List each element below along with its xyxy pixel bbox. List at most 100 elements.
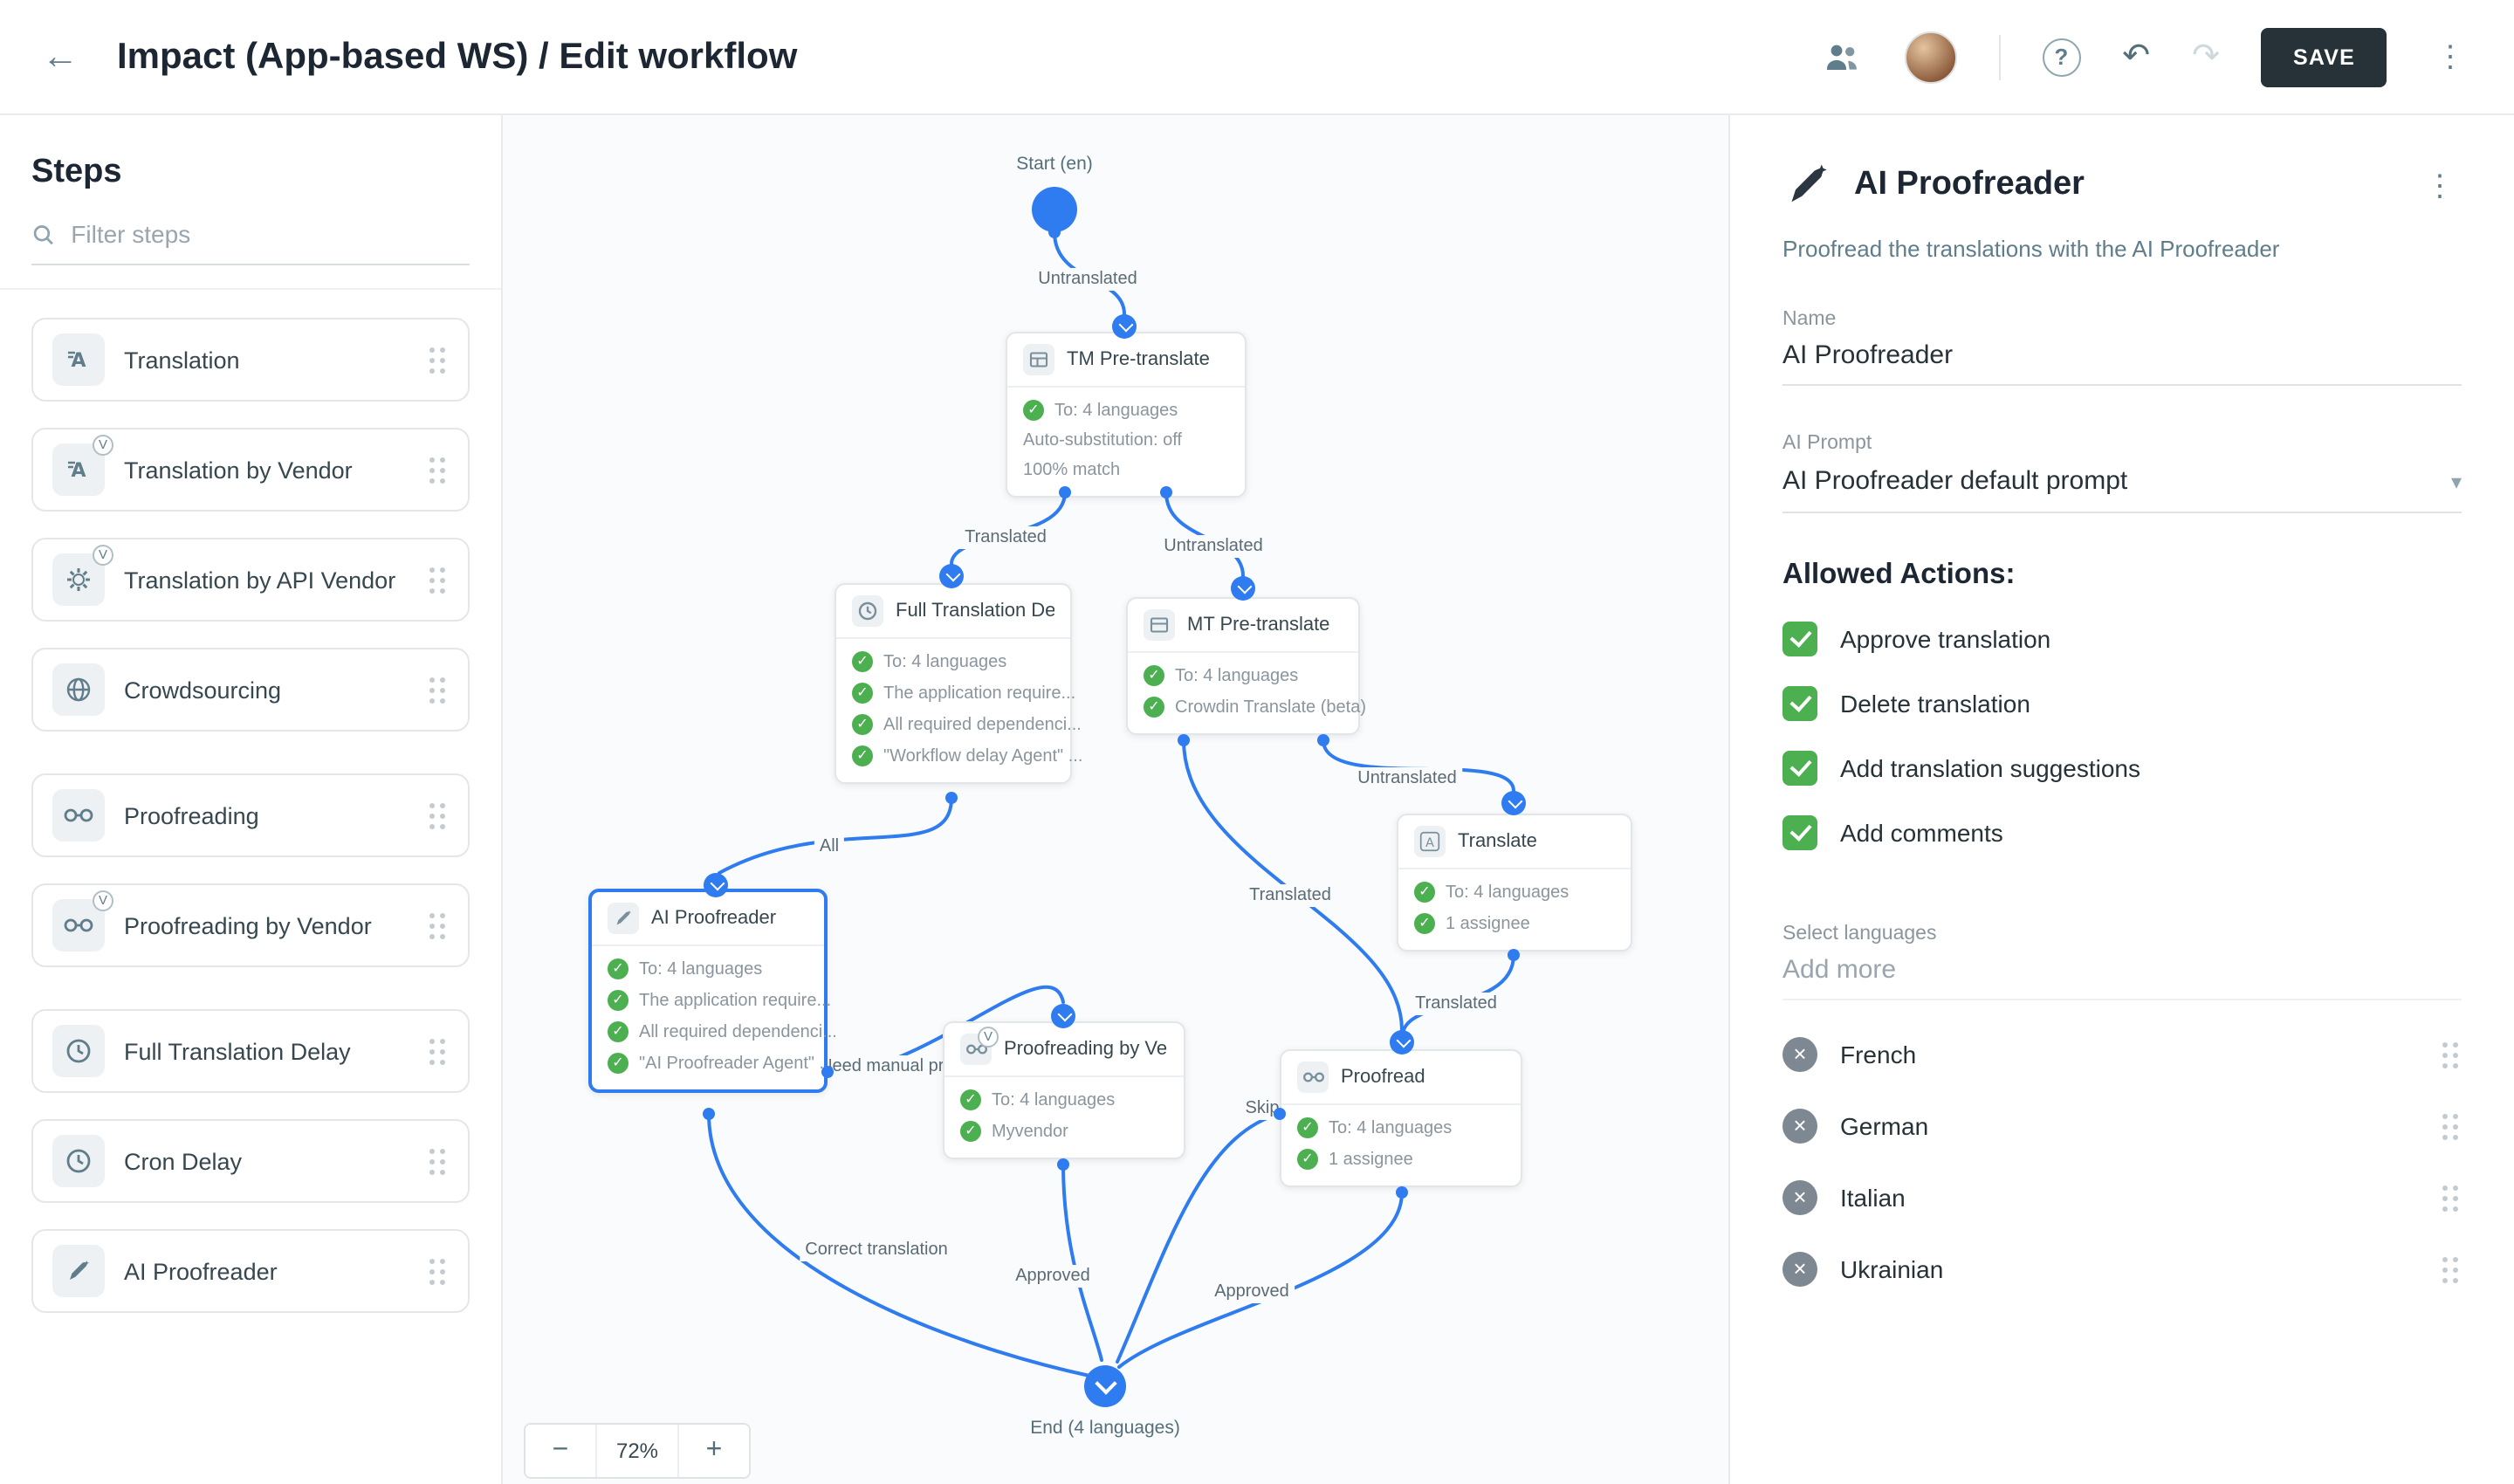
cron-clock-icon bbox=[52, 1135, 105, 1187]
workflow-edge[interactable] bbox=[1117, 1191, 1404, 1369]
steps-sidebar: Steps A Translation A V bbox=[0, 115, 503, 1484]
check-icon bbox=[608, 1053, 628, 1074]
drag-handle-icon[interactable] bbox=[2439, 1183, 2462, 1213]
remove-language-icon[interactable] bbox=[1782, 1252, 1817, 1287]
node-translate[interactable]: A Translate To: 4 languages 1 assignee bbox=[1397, 814, 1632, 952]
edge-source-dot[interactable] bbox=[821, 1066, 834, 1078]
edge-source-dot[interactable] bbox=[1274, 1108, 1286, 1120]
drag-handle-icon[interactable] bbox=[2439, 1254, 2462, 1284]
sidebar-item-proofreading[interactable]: Proofreading bbox=[31, 773, 470, 857]
drag-handle-icon[interactable] bbox=[2439, 1040, 2462, 1069]
language-row-ukrainian: Ukrainian bbox=[1782, 1252, 2462, 1287]
checkbox-delete-translation[interactable]: Delete translation bbox=[1782, 686, 2462, 721]
avatar[interactable] bbox=[1904, 31, 1957, 83]
drag-handle-icon[interactable] bbox=[426, 910, 449, 940]
header-kebab-menu-icon[interactable]: ⋮ bbox=[2435, 40, 2465, 73]
collaborators-icon[interactable] bbox=[1820, 36, 1862, 78]
drag-handle-icon[interactable] bbox=[426, 565, 449, 594]
drag-handle-icon[interactable] bbox=[426, 345, 449, 374]
add-language-input[interactable] bbox=[1782, 945, 2462, 1000]
name-input[interactable] bbox=[1782, 330, 2462, 386]
edge-label: Need manual pr... bbox=[814, 1055, 963, 1078]
edge-label: Translated bbox=[1244, 884, 1336, 907]
svg-text:A: A bbox=[1425, 835, 1434, 850]
drag-handle-icon[interactable] bbox=[426, 455, 449, 484]
edge-source-dot[interactable] bbox=[1057, 1158, 1069, 1171]
zoom-out-button[interactable]: − bbox=[525, 1425, 595, 1477]
workflow-edge[interactable] bbox=[1061, 1163, 1103, 1362]
sidebar-item-ai-proofreader[interactable]: AI Proofreader bbox=[31, 1229, 470, 1313]
language-row-french: French bbox=[1782, 1037, 2462, 1072]
ai-prompt-select[interactable]: AI Proofreader default prompt ▾ bbox=[1782, 454, 2462, 513]
drag-handle-icon[interactable] bbox=[426, 1256, 449, 1286]
node-ai-proofreader[interactable]: AI Proofreader To: 4 languages The appli… bbox=[588, 889, 837, 1093]
workflow-edge[interactable] bbox=[707, 1112, 1091, 1378]
remove-language-icon[interactable] bbox=[1782, 1109, 1817, 1144]
check-icon bbox=[1023, 400, 1044, 421]
allowed-actions-title: Allowed Actions: bbox=[1782, 559, 2016, 590]
glasses-icon bbox=[52, 789, 105, 842]
check-icon bbox=[960, 1121, 981, 1142]
panel-kebab-menu-icon[interactable]: ⋮ bbox=[2425, 168, 2455, 202]
chevron-down-icon: ▾ bbox=[2450, 469, 2462, 493]
workflow-edge[interactable] bbox=[718, 796, 953, 875]
filter-steps-field[interactable] bbox=[31, 220, 470, 265]
sidebar-item-crowdsourcing[interactable]: Crowdsourcing bbox=[31, 648, 470, 732]
drag-handle-icon[interactable] bbox=[2439, 1111, 2462, 1141]
select-languages-label: Select languages bbox=[1782, 924, 1937, 945]
zoom-level: 72% bbox=[595, 1425, 679, 1477]
checkbox-add-translation-suggestions[interactable]: Add translation suggestions bbox=[1782, 751, 2462, 786]
remove-language-icon[interactable] bbox=[1782, 1180, 1817, 1215]
node-proofreading-by-vendor[interactable]: V Proofreading by Ven... To: 4 languages… bbox=[943, 1021, 1185, 1159]
edge-arrow-icon bbox=[1112, 314, 1137, 339]
node-tm-pretranslate[interactable]: TM Pre-translate To: 4 languages Auto-su… bbox=[1006, 332, 1247, 498]
checkbox-checked-icon bbox=[1782, 686, 1817, 721]
start-node[interactable] bbox=[1032, 187, 1077, 232]
drag-handle-icon[interactable] bbox=[426, 1146, 449, 1176]
node-proofread[interactable]: Proofread To: 4 languages 1 assignee bbox=[1280, 1049, 1522, 1187]
workflow-canvas[interactable]: Untranslated Translated Untranslated Unt… bbox=[503, 115, 1728, 1484]
node-mt-pretranslate[interactable]: MT Pre-translate To: 4 languages Crowdin… bbox=[1126, 597, 1366, 735]
search-icon bbox=[33, 224, 53, 244]
edge-source-dot[interactable] bbox=[1178, 734, 1190, 746]
help-icon[interactable]: ? bbox=[2042, 38, 2081, 76]
sidebar-item-cron-delay[interactable]: Cron Delay bbox=[31, 1119, 470, 1203]
header-divider bbox=[1998, 34, 2001, 79]
workflow-edge[interactable] bbox=[1116, 1112, 1281, 1364]
filter-steps-input[interactable] bbox=[71, 220, 470, 248]
drag-handle-icon[interactable] bbox=[426, 1036, 449, 1066]
edge-source-dot[interactable] bbox=[945, 792, 958, 804]
save-button[interactable]: SAVE bbox=[2261, 27, 2387, 86]
ai-prompt-label: AI Prompt bbox=[1782, 433, 1872, 454]
node-full-translation-delay[interactable]: Full Translation Delay To: 4 languages T… bbox=[835, 583, 1082, 784]
drag-handle-icon[interactable] bbox=[426, 675, 449, 704]
workflow-edge[interactable] bbox=[1164, 491, 1245, 578]
vendor-badge: V bbox=[93, 435, 113, 456]
redo-icon: ↷ bbox=[2192, 38, 2220, 75]
check-icon bbox=[608, 1021, 628, 1042]
edge-source-dot[interactable] bbox=[1508, 949, 1520, 961]
checkbox-add-comments[interactable]: Add comments bbox=[1782, 815, 2462, 850]
svg-text:A: A bbox=[71, 460, 86, 482]
edge-source-dot[interactable] bbox=[1396, 1186, 1408, 1199]
edge-label: Untranslated bbox=[1158, 535, 1268, 558]
edge-source-dot[interactable] bbox=[1160, 486, 1172, 498]
globe-icon bbox=[52, 663, 105, 716]
edge-arrow-icon bbox=[1051, 1004, 1075, 1028]
sidebar-item-translation[interactable]: A Translation bbox=[31, 318, 470, 402]
edge-source-dot[interactable] bbox=[1048, 226, 1061, 238]
zoom-in-button[interactable]: + bbox=[679, 1425, 749, 1477]
sidebar-item-translation-by-vendor[interactable]: A V Translation by Vendor bbox=[31, 428, 470, 512]
checkbox-approve-translation[interactable]: Approve translation bbox=[1782, 622, 2462, 656]
undo-icon[interactable]: ↶ bbox=[2122, 38, 2151, 75]
remove-language-icon[interactable] bbox=[1782, 1037, 1817, 1072]
sidebar-item-translation-by-api-vendor[interactable]: V Translation by API Vendor bbox=[31, 538, 470, 622]
drag-handle-icon[interactable] bbox=[426, 800, 449, 830]
back-arrow-icon[interactable]: ← bbox=[42, 37, 79, 77]
sidebar-item-proofreading-by-vendor[interactable]: V Proofreading by Vendor bbox=[31, 883, 470, 967]
end-node[interactable] bbox=[1084, 1365, 1126, 1407]
edge-source-dot[interactable] bbox=[1059, 486, 1071, 498]
edge-source-dot[interactable] bbox=[703, 1108, 715, 1120]
edge-source-dot[interactable] bbox=[1317, 734, 1329, 746]
sidebar-item-full-translation-delay[interactable]: Full Translation Delay bbox=[31, 1009, 470, 1093]
